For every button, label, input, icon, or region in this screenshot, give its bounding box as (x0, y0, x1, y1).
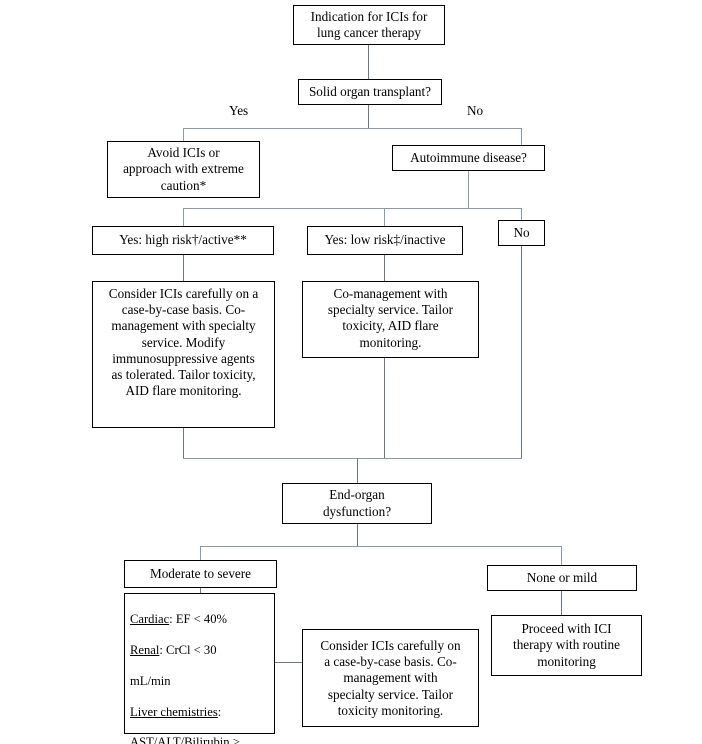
node-moderate-to-severe[interactable]: Moderate to severe (124, 560, 277, 588)
connector-criteria-to-consider (275, 662, 303, 664)
organ-criteria-value: : (217, 704, 222, 719)
connector-indication-to-transplant (368, 45, 370, 79)
connector-moderate-to-criteria (200, 588, 202, 593)
node-autoimmune-no[interactable]: No (498, 220, 545, 246)
organ-criteria-label: Renal (130, 643, 160, 658)
connector-consider-down (183, 428, 185, 459)
connector-autoimmune-to-no (521, 208, 523, 220)
node-end-organ-dysfunction[interactable]: End-organ dysfunction? (282, 483, 432, 524)
organ-criteria-list: Cardiac: EF < 40% Renal: CrCl < 30 mL/mi… (130, 597, 269, 744)
organ-criteria-value: : EF < 40% (169, 612, 227, 627)
connector-autoimmune-split-bar (183, 208, 522, 210)
node-organ-criteria[interactable]: Cardiac: EF < 40% Renal: CrCl < 30 mL/mi… (124, 593, 275, 744)
organ-criteria-label: Cardiac (130, 612, 170, 627)
connector-merge-to-endorgan (357, 458, 359, 483)
node-solid-organ-transplant[interactable]: Solid organ transplant? (298, 79, 442, 105)
connector-endorgan-to-none (561, 546, 563, 565)
node-autoimmune-disease[interactable]: Autoimmune disease? (392, 145, 545, 171)
organ-criteria-item: mL/min (130, 674, 269, 689)
connector-autoimmune-to-highrisk (183, 208, 185, 226)
organ-criteria-value: : CrCl < 30 (159, 643, 217, 658)
node-low-risk-inactive[interactable]: Yes: low risk‡/inactive (307, 226, 463, 255)
connector-endorgan-to-moderate (200, 546, 202, 560)
node-consider-icis-tailor[interactable]: Consider ICIs carefully on a case-by-cas… (302, 629, 479, 727)
node-high-risk-active[interactable]: Yes: high risk†/active** (92, 226, 274, 255)
connector-endorgan-down (357, 524, 359, 547)
connector-transplant-no-down (521, 128, 523, 145)
connector-autoimmune-to-lowrisk (384, 208, 386, 226)
organ-criteria-item: Cardiac: EF < 40% (130, 612, 269, 627)
organ-criteria-value: AST/ALT/Bilirubin > (130, 735, 240, 744)
node-consider-icis-modify[interactable]: Consider ICIs carefully on a case-by-cas… (92, 281, 275, 428)
connector-merge-bar (183, 458, 522, 460)
node-avoid-icis[interactable]: Avoid ICIs or approach with extreme caut… (107, 141, 260, 198)
connector-aidno-down (521, 246, 523, 459)
connector-transplant-yes-down (183, 128, 185, 141)
connector-highrisk-to-consider (183, 255, 185, 281)
organ-criteria-item: Liver chemistries: (130, 705, 269, 720)
organ-criteria-value: mL/min (130, 673, 171, 688)
connector-transplant-down (368, 105, 370, 129)
organ-criteria-label: Liver chemistries (130, 704, 218, 719)
organ-criteria-item: Renal: CrCl < 30 (130, 643, 269, 658)
edge-label-transplant-yes: Yes (229, 103, 249, 118)
node-none-or-mild[interactable]: None or mild (487, 565, 637, 591)
connector-none-to-proceed (561, 591, 563, 615)
connector-transplant-split-bar (183, 128, 522, 130)
connector-endorgan-split-bar (200, 546, 562, 548)
connector-autoimmune-down (468, 171, 470, 209)
connector-comanagement-down (384, 358, 386, 459)
node-proceed-with-ici[interactable]: Proceed with ICI therapy with routine mo… (491, 615, 642, 676)
node-indication[interactable]: Indication for ICIs for lung cancer ther… (293, 5, 445, 45)
organ-criteria-item: AST/ALT/Bilirubin > (130, 735, 269, 744)
node-co-management[interactable]: Co-management with specialty service. Ta… (302, 281, 479, 358)
edge-label-transplant-no: No (467, 103, 484, 118)
connector-lowrisk-to-comanagement (384, 255, 386, 281)
